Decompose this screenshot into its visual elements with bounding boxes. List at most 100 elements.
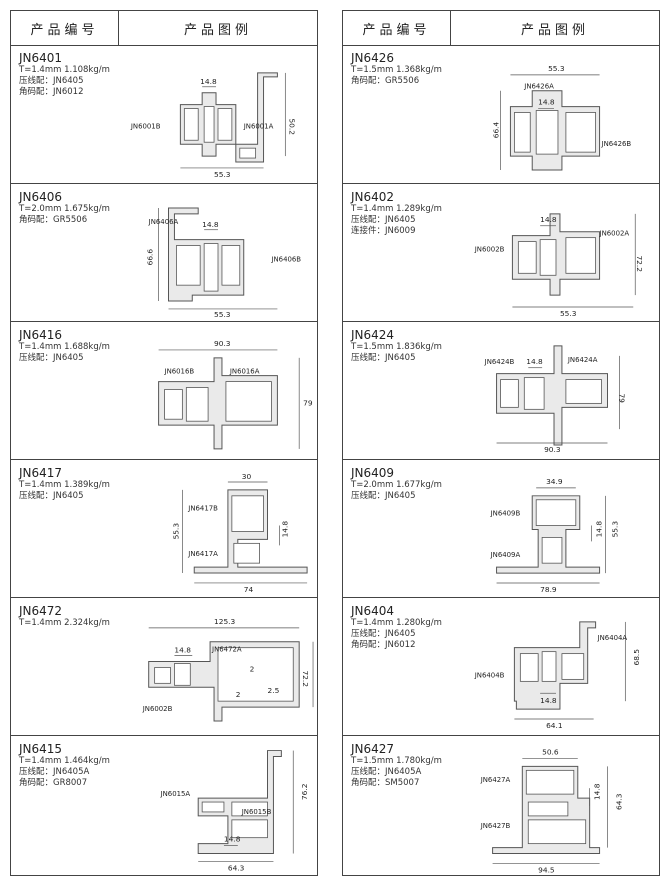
product-note: 压线配：JN6405A — [351, 767, 422, 777]
product-info: JN6409 T=2.0mm 1.677kg/m 压线配：JN6405 — [351, 466, 449, 502]
dim-label: 14.8 — [224, 835, 241, 844]
dim-label: 14.8 — [174, 646, 191, 655]
product-info: JN6472 T=1.4mm 2.324kg/m — [19, 604, 117, 629]
product-note: 角码配：GR8007 — [19, 778, 88, 788]
product-spec: T=1.4mm 1.688kg/m — [19, 342, 110, 352]
part-label: JN6409B — [490, 510, 521, 518]
product-row: JN6402 T=1.4mm 1.289kg/m 压线配：JN6405 连接件：… — [343, 184, 659, 322]
dim-label: 2.5 — [268, 686, 280, 695]
product-info: JN6424 T=1.5mm 1.836kg/m 压线配：JN6405 — [351, 328, 449, 364]
product-info: JN6401 T=1.4mm 1.108kg/m 压线配：JN6405 角码配：… — [19, 51, 117, 98]
product-spec: T=1.4mm 1.464kg/m — [19, 756, 110, 766]
product-code: JN6426 — [351, 51, 395, 65]
product-row: JN6406 T=2.0mm 1.675kg/m 角码配：GR5506 14.8… — [11, 184, 317, 322]
dim-label: 55.3 — [214, 170, 231, 179]
dim-label: 55.3 — [610, 521, 619, 538]
product-info: JN6404 T=1.4mm 1.280kg/m 压线配：JN6405 角码配：… — [351, 604, 449, 651]
product-note: 压线配：JN6405A — [19, 767, 90, 777]
product-note: 压线配：JN6405 — [19, 76, 84, 86]
product-row: JN6416 T=1.4mm 1.688kg/m 压线配：JN6405 90.3… — [11, 322, 317, 460]
header-code: 产品编号 — [11, 11, 119, 45]
product-info: JN6415 T=1.4mm 1.464kg/m 压线配：JN6405A 角码配… — [19, 742, 117, 789]
profile-drawing: 50.6 14.8 64.3 94.5 JN6427A JN6427B — [451, 736, 659, 876]
product-code: JN6404 — [351, 604, 395, 618]
part-label: JN6427B — [480, 822, 511, 830]
product-code: JN6409 — [351, 466, 395, 480]
part-label: JN6406B — [270, 255, 301, 263]
dim-label: 90.3 — [214, 339, 231, 348]
product-code: JN6415 — [19, 742, 63, 756]
part-label: JN6417A — [187, 550, 218, 558]
part-label: JN6426A — [523, 83, 554, 91]
dim-label: 2 — [236, 690, 241, 699]
product-info: JN6426 T=1.5mm 1.368kg/m 角码配：GR5506 — [351, 51, 449, 87]
product-row: JN6415 T=1.4mm 1.464kg/m 压线配：JN6405A 角码配… — [11, 736, 317, 876]
dim-label: 2 — [250, 664, 255, 673]
dim-label: 125.3 — [214, 617, 235, 626]
product-spec: T=2.0mm 1.677kg/m — [351, 480, 442, 490]
dim-label: 14.8 — [593, 783, 602, 800]
product-note: 压线配：JN6405 — [351, 491, 416, 501]
header-code: 产品编号 — [343, 11, 451, 45]
product-spec: T=1.4mm 1.280kg/m — [351, 618, 442, 628]
product-row: JN6409 T=2.0mm 1.677kg/m 压线配：JN6405 34.9… — [343, 460, 659, 598]
part-label: JN6424B — [484, 358, 515, 366]
left-table: 产品编号 产品图例 JN6401 T=1.4mm 1.108kg/m 压线配：J… — [10, 10, 318, 876]
product-note: 角码配：GR5506 — [19, 215, 88, 225]
profile-drawing: 14.8 66.6 55.3 JN6406A JN6406B — [119, 184, 317, 321]
dim-label: 30 — [242, 472, 252, 481]
profile-drawing: 125.3 14.8 2 72.2 2 2.5 JN6472A JN6002B — [119, 598, 317, 735]
dim-label: 66.4 — [492, 121, 501, 138]
header-figure: 产品图例 — [520, 22, 589, 38]
part-label: JN6016B — [164, 368, 195, 376]
product-code: JN6402 — [351, 190, 395, 204]
part-label: JN6417B — [187, 505, 218, 513]
product-code: JN6424 — [351, 328, 395, 342]
table-header: 产品编号 产品图例 — [343, 11, 659, 46]
product-code: JN6427 — [351, 742, 395, 756]
part-label: JN6015B — [241, 808, 272, 816]
product-info: JN6406 T=2.0mm 1.675kg/m 角码配：GR5506 — [19, 190, 117, 226]
dim-label: 66.6 — [146, 249, 155, 266]
product-note: 压线配：JN6405 — [19, 491, 84, 501]
product-code: JN6401 — [19, 51, 63, 65]
part-label: JN6427A — [480, 776, 511, 784]
part-label: JN6472A — [211, 646, 242, 654]
dim-label: 78.9 — [540, 585, 557, 594]
dim-label: 79 — [303, 398, 313, 407]
product-row: JN6427 T=1.5mm 1.780kg/m 压线配：JN6405A 角码配… — [343, 736, 659, 876]
part-label: JN6404A — [597, 634, 628, 642]
profile-drawing: 34.9 14.8 55.3 78.9 JN6409B JN6409A — [451, 460, 659, 597]
product-spec: T=1.5mm 1.368kg/m — [351, 65, 442, 75]
product-info: JN6416 T=1.4mm 1.688kg/m 压线配：JN6405 — [19, 328, 117, 364]
product-row: JN6404 T=1.4mm 1.280kg/m 压线配：JN6405 角码配：… — [343, 598, 659, 736]
dim-label: 34.9 — [546, 477, 563, 486]
dim-label: 14.8 — [280, 521, 289, 538]
product-note: 角码配：SM5007 — [351, 778, 420, 788]
right-table: 产品编号 产品图例 JN6426 T=1.5mm 1.368kg/m 角码配：G… — [342, 10, 660, 876]
dim-label: 14.8 — [200, 77, 217, 86]
dim-label: 55.3 — [548, 64, 565, 73]
product-info: JN6402 T=1.4mm 1.289kg/m 压线配：JN6405 连接件：… — [351, 190, 449, 237]
dim-label: 14.8 — [595, 521, 604, 538]
part-label: JN6424A — [567, 356, 598, 364]
part-label: JN6002A — [599, 230, 630, 238]
dim-label: 64.3 — [614, 793, 623, 810]
product-info: JN6427 T=1.5mm 1.780kg/m 压线配：JN6405A 角码配… — [351, 742, 449, 789]
product-spec: T=1.4mm 2.324kg/m — [19, 618, 110, 628]
product-note: 角码配：JN6012 — [19, 87, 84, 97]
profile-drawing: 68.5 14.8 64.1 JN6404A JN6404B — [451, 598, 659, 735]
product-note: 压线配：JN6405 — [351, 629, 416, 639]
product-row: JN6417 T=1.4mm 1.389kg/m 压线配：JN6405 30 5… — [11, 460, 317, 598]
dim-label: 50.2 — [287, 118, 296, 135]
dim-label: 64.1 — [546, 721, 563, 730]
product-row: JN6424 T=1.5mm 1.836kg/m 压线配：JN6405 14.8… — [343, 322, 659, 460]
dim-label: 72.2 — [635, 255, 644, 272]
product-row: JN6401 T=1.4mm 1.108kg/m 压线配：JN6405 角码配：… — [11, 45, 317, 184]
dim-label: 72.2 — [301, 670, 310, 687]
part-label: JN6002B — [474, 246, 505, 254]
dim-label: 64.3 — [228, 863, 245, 872]
dim-label: 76.2 — [300, 784, 309, 801]
dim-label: 55.3 — [560, 309, 577, 318]
